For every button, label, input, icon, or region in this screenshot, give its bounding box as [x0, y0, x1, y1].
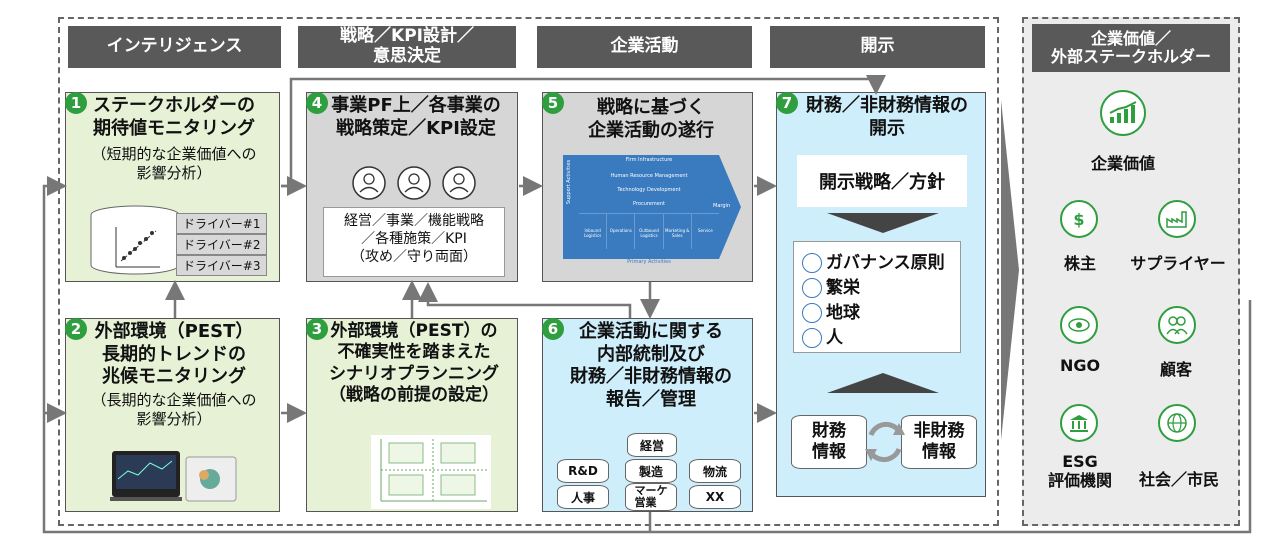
cylinder-logistics: 物流	[689, 459, 741, 483]
shareholder-icon: $	[1060, 200, 1098, 238]
principle-item: 人	[802, 327, 843, 349]
disclosure-policy: 開示戦略／方針	[797, 155, 967, 207]
vc-support-label: Support Activities	[566, 159, 573, 205]
vc-row: Firm Infrastructure	[625, 157, 673, 163]
cylinder-manufacturing: 製造	[625, 459, 677, 483]
stakeholder-header: 企業価値／ 外部ステークホルダー	[1032, 24, 1230, 72]
cylinder-hr: 人事	[557, 485, 609, 509]
cylinder-marketing: マーケ 営業	[625, 483, 677, 511]
people-icon	[352, 166, 476, 200]
box-execution: 5 戦略に基づく 企業活動の遂行 Firm Infrastructure Hum…	[542, 92, 753, 282]
stakeholder-label: 顧客	[1159, 360, 1192, 379]
stakeholder-label: ESG 評価機関	[1047, 452, 1112, 491]
vc-primary: Service	[698, 228, 713, 233]
cylinder-xx: XX	[689, 485, 741, 509]
stakeholder-label: 株主	[1063, 254, 1096, 273]
vc-primary: Operations	[607, 214, 636, 249]
value-chain-diagram: Firm Infrastructure Human Resource Manag…	[563, 155, 741, 267]
box4-title: 事業PF上／各事業の 戦略策定／KPI設定	[331, 95, 501, 139]
phase-header-disclosure: 開示	[770, 26, 985, 68]
vc-margin-label: Margin	[713, 203, 731, 209]
box-scenario-planning: 3 外部環境（PEST）の 不確実性を踏まえた シナリオプランニング （戦略の前…	[306, 318, 518, 512]
arrow-down-triangle	[827, 213, 939, 233]
box1-title: ステークホルダーの 期待値モニタリング	[93, 95, 255, 139]
driver-tag: ドライバー#3	[176, 255, 268, 276]
box2-subtitle: （長期的な企業価値への 影響分析）	[91, 391, 257, 428]
society-icon	[1158, 404, 1196, 442]
ngo-icon	[1060, 306, 1098, 344]
driver-tag: ドライバー#1	[176, 213, 268, 234]
stakeholder-label: 社会／市民	[1138, 470, 1219, 489]
box-stakeholder-monitoring: 1 ステークホルダーの 期待値モニタリング （短期的な企業価値への 影響分析） …	[65, 92, 280, 282]
vc-primary: Inbound Logistics	[579, 214, 608, 249]
step-number-1: 1	[65, 92, 87, 114]
phase-header-strategy: 戦略／KPI設計／ 意思決定	[298, 26, 516, 68]
box6-title: 企業活動に関する 内部統制及び 財務／非財務情報の 報告／管理	[570, 321, 732, 410]
prosperity-icon	[802, 278, 822, 299]
dashboard-image	[110, 451, 237, 502]
nonfinancial-info: 非財務 情報	[901, 415, 977, 469]
vc-row: Procurement	[633, 201, 665, 207]
phase-header-intelligence: インテリジェンス	[68, 26, 281, 68]
scenario-matrix-image	[371, 435, 491, 509]
database-scatter-icon	[90, 205, 180, 275]
box5-title: 戦略に基づく 企業活動の遂行	[588, 97, 714, 141]
vc-primary-label: Primary Activities	[627, 259, 671, 265]
flow-chevron	[1001, 100, 1019, 440]
box-internal-control: 6 企業活動に関する 内部統制及び 財務／非財務情報の 報告／管理 経営 R&D…	[542, 318, 753, 512]
customer-icon	[1158, 306, 1196, 344]
principle-item: ガバナンス原則	[802, 252, 945, 274]
financial-info: 財務 情報	[791, 415, 867, 469]
stakeholder-label: サプライヤー	[1130, 254, 1226, 273]
arrow-up-triangle	[827, 373, 939, 393]
box7-title: 財務／非財務情報の 開示	[806, 95, 968, 139]
supplier-icon	[1158, 200, 1196, 238]
box1-subtitle: （短期的な企業価値への 影響分析）	[91, 145, 257, 182]
esg-rating-icon	[1060, 404, 1098, 442]
principles-scroll: ガバナンス原則 繁栄 地球 人	[793, 241, 961, 353]
people-icon	[802, 328, 822, 349]
cylinder-rnd: R&D	[557, 459, 609, 483]
strategy-scroll: 経営／事業／機能戦略 ／各種施策／KPI （攻め／守り両面）	[323, 207, 505, 277]
vc-row: Human Resource Management	[610, 173, 688, 179]
planet-icon	[802, 303, 822, 324]
stakeholder-label: 企業価値	[1090, 154, 1155, 173]
vc-primary: Marketing & Sales	[664, 214, 692, 249]
cylinder-management: 経営	[627, 433, 677, 457]
vc-primary: Outbound Logistics	[635, 214, 664, 249]
phase-header-activity: 企業活動	[537, 26, 752, 68]
box-disclosure: 7 財務／非財務情報の 開示 開示戦略／方針 ガバナンス原則 繁栄 地球 人 財…	[776, 92, 986, 497]
vc-row: Technology Development	[617, 187, 681, 193]
box-strategy-kpi: 4 事業PF上／各事業の 戦略策定／KPI設定 経営／事業／機能戦略 ／各種施策…	[306, 92, 518, 282]
corporate-value-icon	[1100, 90, 1146, 136]
governance-icon	[802, 253, 822, 274]
principle-item: 地球	[802, 302, 860, 324]
cycle-arrows-icon	[865, 421, 905, 463]
box2-title: 外部環境（PEST） 長期的トレンドの 兆候モニタリング	[94, 321, 254, 387]
box-trend-monitoring: 2 外部環境（PEST） 長期的トレンドの 兆候モニタリング （長期的な企業価値…	[65, 318, 280, 512]
stakeholder-label: NGO	[1059, 356, 1101, 375]
principle-item: 繁栄	[802, 277, 860, 299]
driver-tag: ドライバー#2	[176, 234, 268, 255]
box3-title: 外部環境（PEST）の 不確実性を踏まえた シナリオプランニング （戦略の前提の…	[329, 321, 499, 405]
